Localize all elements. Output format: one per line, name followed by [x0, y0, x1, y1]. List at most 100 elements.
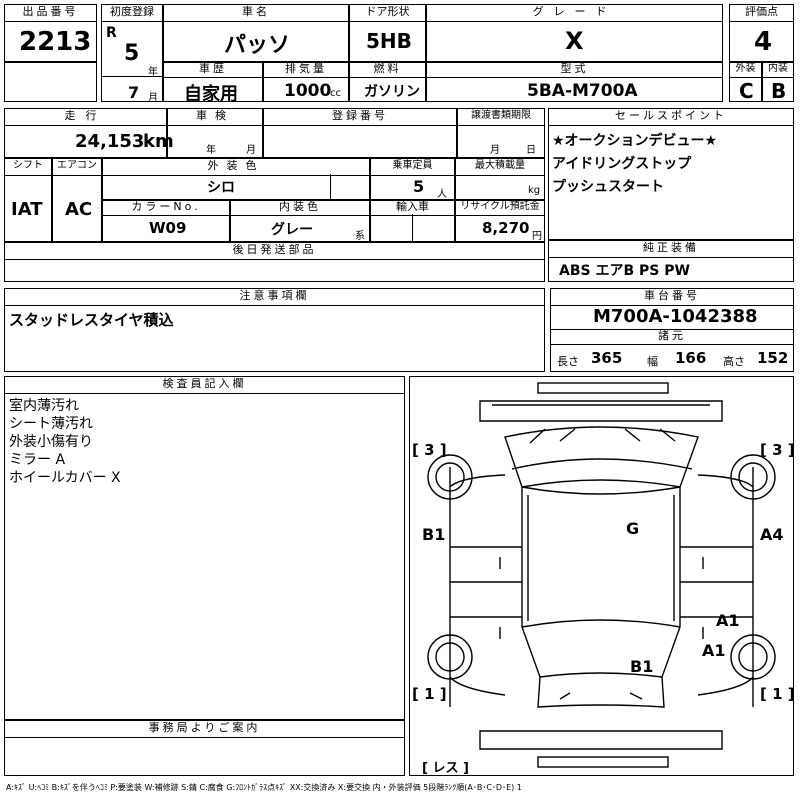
shift-value: IAT: [11, 199, 43, 220]
displacement-label: 排気量: [264, 63, 348, 78]
int-rating-box: 内装 B: [762, 62, 794, 103]
inspector-line-1: 室内薄汚れ: [9, 398, 79, 414]
displacement-unit: cc: [330, 88, 341, 99]
transfer-month-unit: 月: [490, 145, 500, 156]
later-parts-box: 後日発送部品: [4, 242, 545, 282]
office-label: 事務局よりご案内: [5, 721, 404, 738]
recycle-unit: 円: [532, 231, 542, 242]
year-value: 5: [124, 41, 140, 66]
max-load-unit: kg: [528, 185, 541, 196]
inspection-label: 車検: [168, 109, 262, 126]
equipment-box: 純正装備 ABS エアB PS PW: [548, 240, 794, 282]
chassis-box: 車台番号 M700A-1042388 諸元 長さ 365 幅 166 高さ 15…: [550, 288, 794, 372]
history-box: 車歴 自家用: [163, 62, 263, 105]
max-load-box: 最大積載量 kg: [455, 158, 545, 200]
capacity-box: 乗車定員 5 人: [370, 158, 455, 200]
mileage-box: 走行 24,153 km: [4, 108, 174, 158]
inspector-line-4: ミラー A: [9, 452, 66, 468]
int-color-label: 内装色: [231, 201, 369, 216]
mark-right-a4: A4: [760, 525, 784, 544]
car-name-label: 車名: [164, 5, 348, 22]
mark-right-a1-top: A1: [716, 611, 740, 630]
inspector-label: 検査員記入欄: [5, 377, 404, 394]
height-value: 152: [757, 349, 789, 367]
length-label: 長さ: [557, 355, 579, 368]
ext-rating-value: C: [739, 79, 754, 103]
selling-point-3: プッシュスタート: [552, 179, 664, 195]
month-value: 7: [128, 83, 140, 102]
import-box: 輸入車: [370, 200, 455, 242]
displacement-value: 1000: [284, 81, 332, 101]
color-number-value: W09: [149, 219, 187, 237]
chassis-label: 車台番号: [551, 289, 793, 306]
transfer-deadline-box: 譲渡書類期限 月 日: [457, 108, 545, 158]
width-label: 幅: [647, 355, 658, 368]
model-value: 5BA-M700A: [527, 81, 638, 101]
inspection-year-unit: 年: [206, 145, 216, 156]
history-label: 車歴: [164, 63, 262, 78]
chassis-value: M700A-1042388: [593, 306, 758, 327]
mark-right-a1-bottom: A1: [702, 641, 726, 660]
ext-color-label: 外装色: [103, 159, 369, 176]
spare-tire-label: [ レス ]: [422, 761, 469, 776]
mark-left-b1: B1: [422, 525, 446, 544]
equipment-label: 純正装備: [549, 241, 793, 258]
inspector-line-3: 外装小傷有り: [9, 434, 93, 450]
width-value: 166: [675, 349, 707, 367]
capacity-value: 5: [413, 177, 425, 196]
model-label: 型式: [427, 63, 722, 78]
grade-box: グレード X: [426, 4, 723, 62]
mileage-label: 走行: [5, 109, 166, 126]
damage-diagram: [ 3 ] [ 3 ] [ 1 ] [ 1 ] [ レス ] G B1 A4 A…: [409, 376, 795, 776]
later-parts-label: 後日発送部品: [5, 243, 544, 260]
score-box: 評価点 4: [729, 4, 794, 62]
door-label: ドア形状: [350, 5, 425, 22]
office-box: 事務局よりご案内: [4, 720, 405, 776]
notes-label: 注意事項欄: [5, 289, 544, 306]
tire-rear-right-label: [ 1 ]: [760, 685, 795, 703]
mark-rear-b1: B1: [630, 657, 654, 676]
selling-points-box: セールスポイント ★オークションデビュー★ アイドリングストップ プッシュスター…: [548, 108, 794, 240]
recycle-label: リサイクル預託金: [456, 201, 544, 216]
mileage-value: 24,153: [75, 131, 145, 152]
max-load-label: 最大積載量: [456, 159, 544, 176]
ext-rating-label: 外装: [730, 63, 761, 78]
ac-box: エアコン AC: [52, 158, 102, 242]
notes-value: スタッドレスタイヤ積込: [9, 311, 174, 329]
car-name-box: 車名 パッソ: [163, 4, 349, 62]
transfer-deadline-label: 譲渡書類期限: [458, 109, 544, 126]
ext-color-box: 外装色 シロ: [102, 158, 370, 200]
ac-label: エアコン: [53, 159, 101, 176]
spec-label: 諸元: [551, 330, 793, 345]
capacity-label: 乗車定員: [371, 159, 454, 176]
first-registration-box: 初度登録 R 5 年 7 月: [101, 4, 163, 104]
notes-box: 注意事項欄 スタッドレスタイヤ積込: [4, 288, 545, 372]
recycle-value: 8,270: [482, 219, 530, 237]
inspector-line-5: ホイールカバー X: [9, 470, 121, 486]
length-value: 365: [591, 349, 623, 367]
door-value: 5HB: [366, 29, 412, 53]
ext-color-value: シロ: [207, 180, 235, 196]
fuel-box: 燃料 ガソリン: [349, 62, 426, 102]
mileage-unit: km: [143, 131, 174, 152]
color-number-box: カラーNo. W09: [102, 200, 230, 242]
lot-number-value: 2213: [19, 27, 92, 57]
shift-label: シフト: [5, 159, 51, 176]
displacement-box: 排気量 1000 cc: [263, 62, 349, 102]
door-box: ドア形状 5HB: [349, 4, 426, 62]
color-number-label: カラーNo.: [103, 201, 229, 216]
lot-number-label: 出品番号: [5, 5, 96, 22]
capacity-unit: 人: [437, 189, 447, 200]
inspector-line-2: シート薄汚れ: [9, 416, 93, 432]
transfer-day-unit: 日: [526, 145, 536, 156]
fuel-value: ガソリン: [364, 84, 420, 100]
int-rating-label: 内装: [763, 63, 793, 78]
equipment-value: ABS エアB PS PW: [559, 263, 690, 279]
first-registration-label: 初度登録: [102, 5, 162, 22]
history-value: 自家用: [184, 84, 238, 105]
tire-rear-left-label: [ 1 ]: [412, 685, 447, 703]
inspection-month-unit: 月: [246, 145, 256, 156]
ext-rating-box: 外装 C: [729, 62, 762, 103]
car-outline: [427, 382, 776, 768]
height-label: 高さ: [723, 355, 745, 368]
